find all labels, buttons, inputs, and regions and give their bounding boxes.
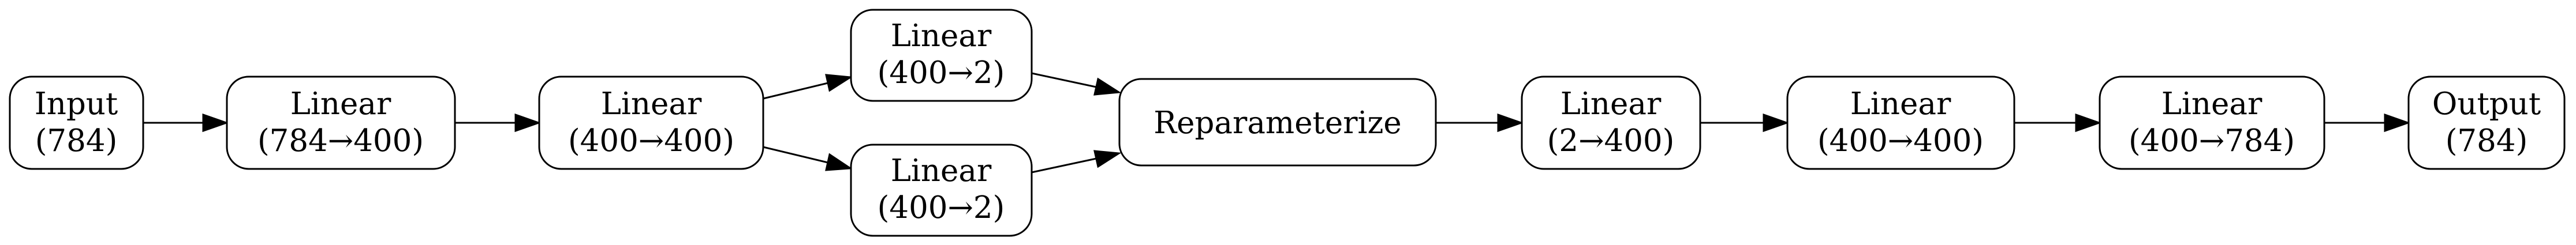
nodes: Input (784) Linear (784→400) Linear (400… xyxy=(9,9,2566,237)
edge-enc2-to-logvar xyxy=(763,146,853,171)
edge-logvar-to-reparam xyxy=(1031,150,1122,174)
node-reparameterize-name: Reparameterize xyxy=(1153,105,1402,141)
node-input-size: (784) xyxy=(35,123,118,159)
edge-enc2-to-mu xyxy=(763,74,853,100)
node-decoder-linear-1: Linear (2→400) xyxy=(1521,76,1701,170)
node-encoder-linear-2: Linear (400→400) xyxy=(538,76,764,170)
node-encoder-linear-1: Linear (784→400) xyxy=(226,76,456,170)
node-decoder-linear-3-shape: (400→784) xyxy=(2129,123,2295,159)
node-decoder-linear-2: Linear (400→400) xyxy=(1786,76,2015,170)
node-encoder-linear-1-name: Linear xyxy=(290,86,391,122)
node-input: Input (784) xyxy=(9,76,144,170)
node-encoder-linear-1-shape: (784→400) xyxy=(257,123,424,159)
edge-dec2-to-dec3 xyxy=(2014,113,2102,133)
node-mu-linear: Linear (400→2) xyxy=(850,9,1033,102)
node-mu-linear-name: Linear xyxy=(891,18,992,54)
node-encoder-linear-2-name: Linear xyxy=(601,86,702,122)
node-decoder-linear-3-name: Linear xyxy=(2161,86,2263,122)
node-reparameterize: Reparameterize xyxy=(1118,78,1437,167)
node-output: Output (784) xyxy=(2407,76,2566,170)
node-decoder-linear-2-name: Linear xyxy=(1850,86,1951,122)
node-logvar-linear: Linear (400→2) xyxy=(850,144,1033,237)
node-mu-linear-shape: (400→2) xyxy=(878,55,1005,91)
node-decoder-linear-2-shape: (400→400) xyxy=(1817,123,1984,159)
node-decoder-linear-3: Linear (400→784) xyxy=(2099,76,2325,170)
edge-enc1-to-enc2 xyxy=(455,113,542,133)
edge-reparam-to-dec1 xyxy=(1436,113,1524,133)
node-encoder-linear-2-shape: (400→400) xyxy=(568,123,734,159)
node-output-size: (784) xyxy=(2446,123,2528,159)
node-logvar-linear-name: Linear xyxy=(891,153,992,189)
edge-dec1-to-dec2 xyxy=(1700,113,1790,133)
edge-dec3-to-output xyxy=(2324,113,2411,133)
node-decoder-linear-1-shape: (2→400) xyxy=(1547,123,1675,159)
edge-mu-to-reparam xyxy=(1031,72,1122,96)
node-output-name: Output xyxy=(2432,86,2541,122)
node-input-name: Input xyxy=(35,86,118,122)
node-logvar-linear-shape: (400→2) xyxy=(878,190,1005,225)
edge-input-to-enc1 xyxy=(143,113,229,133)
edges xyxy=(143,72,2411,174)
node-decoder-linear-1-name: Linear xyxy=(1560,86,1662,122)
